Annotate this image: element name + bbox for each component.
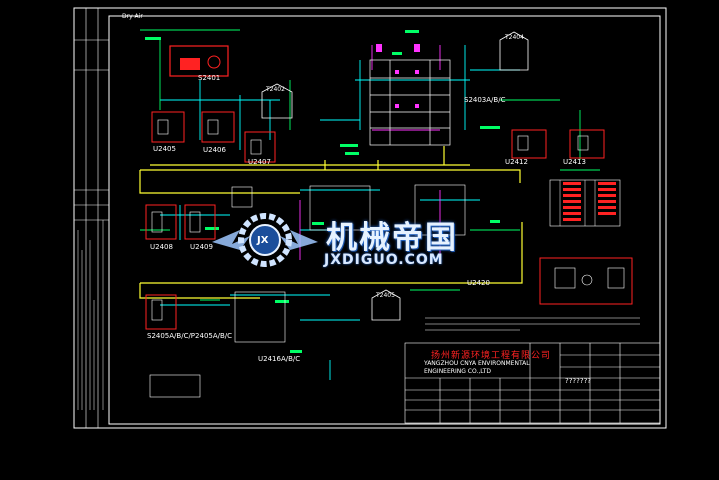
label-u2408: U2408 [150, 243, 173, 251]
watermark-logo [212, 213, 318, 267]
magenta-pipes [299, 45, 441, 260]
strip-notes [77, 220, 104, 410]
cyan-pipes [160, 45, 520, 380]
label-u2416: U2416A/B/C [258, 355, 301, 363]
legend-table [549, 179, 621, 227]
revision-strip [74, 8, 109, 428]
small-box [149, 374, 201, 398]
company-name-en-1: YANGZHOU CNYA ENVIRONMENTAL [424, 360, 530, 367]
reactor-magenta-fill [376, 44, 420, 108]
green-text-bars [145, 30, 500, 353]
unit-blocks [145, 111, 633, 330]
label-u2407: U2407 [248, 158, 271, 166]
yellow-pipes [139, 146, 523, 299]
company-name-cn: 扬州新源环境工程有限公司 [431, 351, 552, 361]
label-u2413: U2413 [563, 158, 586, 166]
label-u2406: U2406 [203, 146, 226, 154]
drawing-code: ??????? [565, 377, 592, 385]
tank-label-1: T2402 [266, 86, 285, 93]
tank-label-2: T2404 [505, 34, 524, 41]
equipment-s2401 [169, 45, 229, 77]
label-u2412: U2412 [505, 158, 528, 166]
label-u2405: U2405 [153, 145, 176, 153]
watermark-cn: 机械帝国 [326, 220, 458, 256]
label-u2409: U2409 [190, 243, 213, 251]
company-name-en-2: ENGINEERING CO.,LTD [424, 368, 492, 375]
green-pipes [140, 29, 600, 301]
unit-internals [151, 119, 625, 343]
watermark-en: JXDIGUO.COM [324, 252, 444, 268]
outer-frame [73, 7, 667, 429]
watermark-badge: JX [257, 235, 269, 246]
tank-label-3: T2405 [376, 292, 395, 299]
equipment-s2403 [369, 59, 451, 146]
label-s2405: S2405A/B/C/P2405A/B/C [147, 332, 233, 340]
notes-block [425, 317, 640, 331]
label-s2403: S2403A/B/C [464, 96, 506, 104]
label-s2401: S2401 [198, 74, 221, 82]
title-block [404, 342, 661, 424]
label-u2420: U2420 [467, 279, 490, 287]
dry-air-note: Dry Air [122, 13, 143, 20]
tanks [261, 31, 529, 321]
